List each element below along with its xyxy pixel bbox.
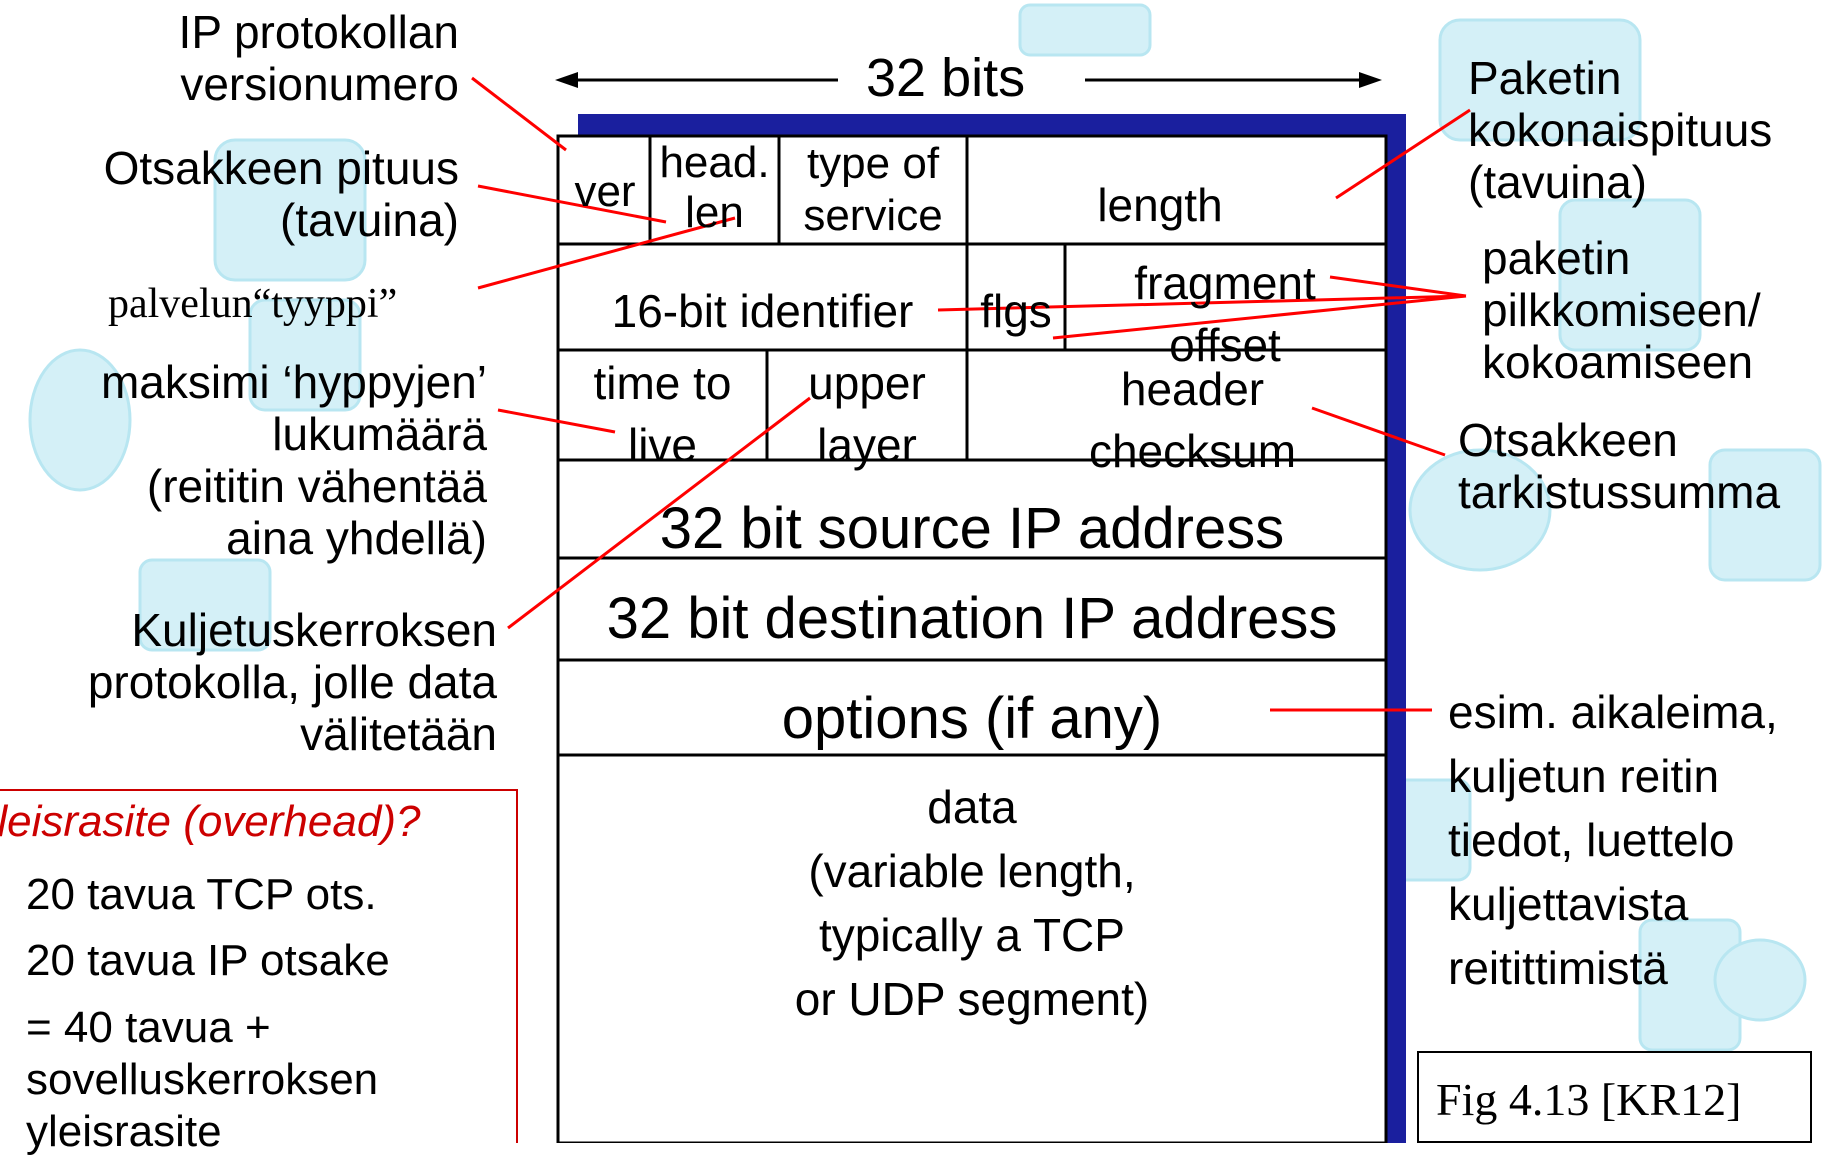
annotation-protocol-line2: protokolla, jolle data	[87, 656, 497, 708]
overhead-line2: 20 tavua IP otsake	[26, 936, 390, 985]
annotation-options-line4: kuljettavista	[1448, 878, 1689, 930]
bits-arrowhead-right	[1359, 72, 1382, 88]
overhead-line5: yleisrasite	[26, 1107, 222, 1156]
annotation-ttl-line4: aina yhdellä)	[226, 512, 487, 564]
cell-source-ip: 32 bit source IP address	[659, 496, 1285, 561]
cell-ttl-line2: live	[627, 419, 698, 471]
cell-options: options (if any)	[781, 686, 1163, 751]
annotation-fragmentation-line3: kokoamiseen	[1482, 336, 1754, 388]
cell-upper-line1: upper	[808, 357, 926, 409]
annotation-total-length-line2: kokonaispituus	[1468, 104, 1773, 156]
annotation-checksum-line2: tarkistussumma	[1458, 466, 1781, 518]
cell-fragment-offset: fragment offset	[1065, 252, 1385, 376]
annotation-checksum: Otsakkeen tarkistussumma	[1458, 414, 1780, 518]
cell-fragment-line1: fragment	[1134, 257, 1316, 309]
overhead-title: Yleisrasite (overhead)?	[0, 797, 421, 846]
figure-ref: Fig 4.13 [KR12]	[1436, 1074, 1742, 1125]
bits-label: 32 bits	[866, 48, 1026, 108]
figure-ref-box	[1417, 1051, 1812, 1143]
overhead-line4: sovelluskerroksen	[26, 1055, 379, 1104]
annotation-fragmentation: paketin pilkkomiseen/ kokoamiseen	[1482, 232, 1761, 388]
annotation-ttl-line1: maksimi ‘hyppyjen’	[100, 356, 487, 408]
cell-header-checksum: header checksum	[1000, 358, 1385, 482]
annotation-options: esim. aikaleima, kuljetun reitin tiedot,…	[1448, 680, 1778, 1000]
cell-destination-ip: 32 bit destination IP address	[606, 586, 1338, 651]
annotation-version-line1: IP protokollan	[178, 6, 459, 58]
annotation-header-length: Otsakkeen pituus (tavuina)	[104, 142, 459, 246]
cell-upper-layer: upper layer	[767, 352, 967, 476]
annotation-protocol-line3: välitetään	[300, 708, 497, 760]
watermark-clipart	[28, 3, 1822, 1052]
cell-data: data (variable length, typically a TCP o…	[558, 775, 1386, 1031]
cell-data-line4: or UDP segment)	[794, 973, 1150, 1025]
annotation-total-length-line3: (tavuina)	[1468, 156, 1647, 208]
ip-header-table	[556, 134, 1388, 1143]
annotation-options-line5: reitittimistä	[1448, 942, 1668, 994]
annotation-ttl-line3: (reititin vähentää	[146, 460, 487, 512]
cell-tos-line1: type of	[806, 139, 940, 188]
cell-type-of-service: type of service	[779, 138, 967, 242]
annotation-version: IP protokollan versionumero	[179, 6, 459, 110]
annotation-protocol-line1: Kuljetuskerroksen	[131, 604, 497, 656]
annotation-lines	[471, 76, 1471, 712]
annotation-options-line3: tiedot, luettelo	[1448, 814, 1735, 866]
annotation-header-length-line1: Otsakkeen pituus	[103, 142, 459, 194]
table-grid-lines	[558, 136, 1386, 757]
annotation-checksum-line1: Otsakkeen	[1458, 414, 1678, 466]
overhead-box	[0, 789, 518, 1143]
overhead-lines: 20 tavua TCP ots. 20 tavua IP otsake = 4…	[26, 862, 390, 1158]
annotation-header-length-line2: (tavuina)	[280, 194, 459, 246]
cell-identifier: 16-bit identifier	[611, 285, 914, 337]
bits-arrowhead-left	[555, 72, 578, 88]
cell-data-line2: (variable length,	[808, 845, 1136, 897]
annotation-ttl-line2: lukumäärä	[272, 408, 487, 460]
cell-checksum-line2: checksum	[1088, 425, 1297, 477]
annotation-total-length-line1: Paketin	[1468, 52, 1622, 104]
cell-ver: ver	[574, 167, 636, 216]
annotation-fragmentation-line1: paketin	[1482, 232, 1631, 284]
cell-ttl-line1: time to	[593, 357, 732, 409]
cell-head-len: head. len	[650, 138, 779, 238]
annotation-version-line2: versionumero	[180, 58, 459, 110]
cell-fragment-line2: offset	[1169, 319, 1281, 371]
annotation-options-line2: kuljetun reitin	[1448, 750, 1720, 802]
annotation-service-type: palvelun“tyyppi”	[108, 281, 398, 327]
annotation-ttl: maksimi ‘hyppyjen’ lukumäärä (reititin v…	[101, 356, 487, 564]
annotation-total-length: Paketin kokonaispituus (tavuina)	[1468, 52, 1772, 208]
annotation-protocol: Kuljetuskerroksen protokolla, jolle data…	[88, 604, 497, 760]
cell-ttl: time to live	[558, 352, 767, 476]
annotation-fragmentation-line2: pilkkomiseen/	[1482, 284, 1761, 336]
cell-tos-line2: service	[803, 191, 943, 240]
overhead-line1: 20 tavua TCP ots.	[26, 870, 377, 919]
cell-data-line3: typically a TCP	[819, 909, 1125, 961]
cell-data-line1: data	[927, 781, 1017, 833]
cell-flags: flgs	[980, 285, 1052, 337]
cell-upper-line2: layer	[817, 419, 917, 471]
overhead-line3: = 40 tavua +	[26, 1003, 271, 1052]
cell-head-len-line1: head.	[659, 138, 770, 187]
cell-head-len-line2: len	[685, 188, 744, 237]
annotation-options-line1: esim. aikaleima,	[1448, 686, 1778, 738]
cell-checksum-line1: header	[1120, 363, 1265, 415]
cell-length: length	[1097, 179, 1223, 231]
